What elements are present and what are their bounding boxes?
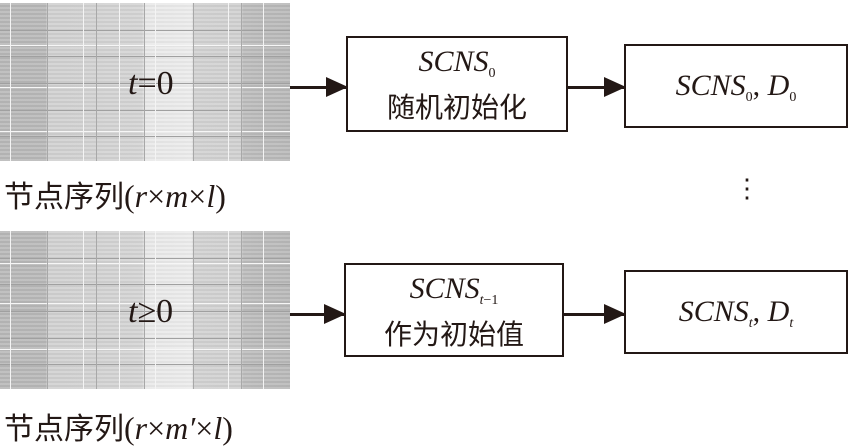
result-math: SCNSt, Dt — [626, 296, 846, 340]
scns-subscript: t−1 — [480, 293, 499, 308]
sequence-cn: 节点序列 — [4, 180, 124, 215]
sequence-cn: 节点序列 — [4, 412, 124, 447]
result-d-sub: t — [789, 316, 794, 331]
process-math: SCNS0 — [348, 46, 566, 90]
dim-r: r — [134, 178, 148, 214]
paren-close: ) — [215, 178, 226, 214]
scns-subscript: 0 — [488, 66, 496, 81]
times-1: × — [147, 410, 166, 446]
time-var: t — [128, 65, 138, 102]
scns-symbol: SCNS — [418, 45, 489, 78]
paren-close: ) — [222, 410, 233, 446]
process-math: SCNSt−1 — [346, 273, 562, 317]
time-label: t≥0 — [128, 293, 173, 331]
result-scns: SCNS — [678, 295, 749, 328]
result-math: SCNS0, D0 — [626, 70, 846, 114]
scns-symbol: SCNS — [409, 272, 480, 305]
dim-m-prime: m′ — [165, 410, 196, 446]
result-box-1: SCNS0, D0 — [624, 44, 848, 128]
paren-open: ( — [124, 410, 135, 446]
vertical-ellipsis: ⋮ — [734, 174, 760, 203]
result-d: D — [767, 295, 790, 328]
result-sep: , — [752, 69, 768, 102]
dim-l: l — [206, 178, 216, 214]
result-d: D — [767, 69, 790, 102]
dim-l: l — [213, 410, 223, 446]
time-var: t — [128, 293, 138, 330]
time-value: 0 — [156, 293, 174, 330]
time-value: 0 — [156, 65, 174, 102]
result-scns: SCNS — [675, 69, 746, 102]
times-1: × — [147, 178, 166, 214]
sub-t: t — [479, 293, 484, 308]
node-sequence-grid-t0: t=0 — [0, 3, 290, 161]
result-d-sub: 0 — [789, 90, 797, 105]
sequence-label-2: 节点序列(r×m′×l) — [4, 404, 233, 448]
node-sequence-grid-tn: t≥0 — [0, 231, 290, 389]
time-label: t=0 — [128, 65, 174, 103]
time-op: ≥ — [137, 293, 157, 330]
process-box-prev-init: SCNSt−1 作为初始值 — [344, 263, 564, 357]
dim-r: r — [134, 410, 148, 446]
times-2: × — [188, 178, 207, 214]
process-text: 随机初始化 — [386, 91, 527, 124]
dim-m: m — [165, 178, 189, 214]
process-text: 作为初始值 — [383, 318, 524, 351]
process-box-random-init: SCNS0 随机初始化 — [346, 36, 568, 132]
result-sep: , — [752, 295, 768, 328]
sequence-label-1: 节点序列(r×m×l) — [4, 172, 226, 216]
result-box-t: SCNSt, Dt — [624, 270, 848, 354]
times-2: × — [195, 410, 214, 446]
paren-open: ( — [124, 178, 135, 214]
arrow-init-to-result-1 — [568, 78, 626, 96]
result-scns-sub: 0 — [745, 90, 753, 105]
sub-minus-one: −1 — [483, 293, 499, 308]
arrow-init-to-result-2 — [564, 305, 626, 323]
time-op: = — [137, 65, 157, 102]
arrow-grid-to-init-2 — [290, 305, 346, 323]
result-scns-sub: t — [748, 316, 753, 331]
arrow-grid-to-init-1 — [290, 78, 348, 96]
